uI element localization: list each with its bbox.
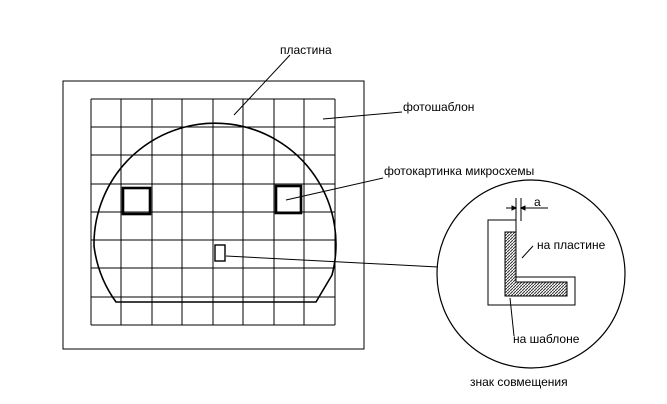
label-on-plate: на пластине — [537, 238, 606, 252]
label-gap: a — [534, 195, 541, 209]
label-alignment-mark: знак совмещения — [470, 375, 568, 389]
gap-dimension — [506, 198, 548, 221]
magnified-view-circle — [436, 179, 626, 369]
leader-lines — [225, 54, 538, 337]
label-plate: пластина — [280, 43, 332, 57]
label-chip-image: фотокартинка микросхемы — [384, 164, 534, 178]
wafer-outline — [93, 122, 337, 303]
chip-image-left — [121, 186, 152, 216]
alignment-mark-small — [214, 244, 226, 262]
label-photomask: фотошаблон — [403, 100, 474, 114]
photomask-grid — [90, 98, 336, 326]
label-on-mask: на шаблоне — [513, 332, 580, 346]
chip-image-right — [274, 184, 303, 215]
photomask-frame — [62, 80, 365, 350]
